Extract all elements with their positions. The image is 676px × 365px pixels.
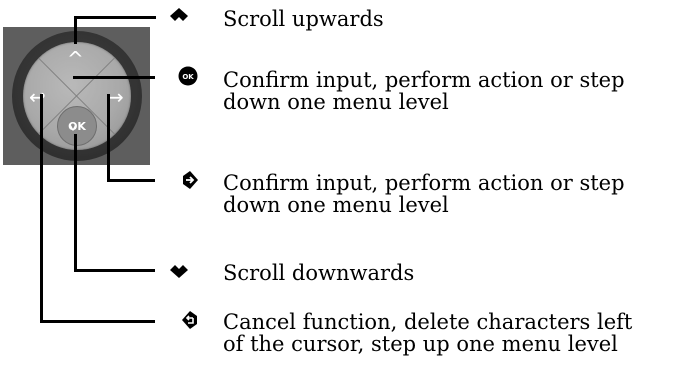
legend-label-down: Scroll downwards (223, 261, 415, 285)
ok-icon: OK (178, 66, 198, 86)
leader-line-back (40, 94, 43, 323)
nav-up-icon (169, 6, 189, 26)
leader-line-up (74, 16, 156, 19)
legend-label-ok-line2: down one menu level (223, 90, 449, 114)
leader-line-back (40, 320, 155, 323)
ok-key: OK (57, 106, 97, 146)
legend-label-up: Scroll upwards (223, 7, 384, 31)
navigation-keypad-image: OK ^ ˅ → ↩ (3, 27, 150, 165)
legend-label-right-line2: down one menu level (223, 193, 449, 217)
leader-line-up (74, 16, 77, 44)
legend-label-right-line1: Confirm input, perform action or step (223, 171, 625, 195)
up-key-glyph: ^ (67, 47, 84, 71)
leader-line-right (107, 94, 110, 182)
leader-line-down (74, 269, 155, 272)
leader-line-right (107, 179, 155, 182)
down-key-glyph: ˅ (68, 123, 78, 147)
legend-label-back-line1: Cancel function, delete characters left (223, 310, 633, 334)
back-key-glyph: ↩ (29, 85, 46, 109)
leader-line-down (74, 134, 77, 272)
nav-right-icon (180, 170, 200, 190)
legend-label-back-line2: of the cursor, step up one menu level (223, 332, 618, 356)
right-key-glyph: → (107, 85, 124, 109)
legend-label-ok-line1: Confirm input, perform action or step (223, 68, 625, 92)
nav-back-icon (180, 310, 200, 330)
svg-text:OK: OK (182, 73, 194, 81)
nav-down-icon (169, 260, 189, 280)
leader-line-ok (73, 76, 155, 79)
